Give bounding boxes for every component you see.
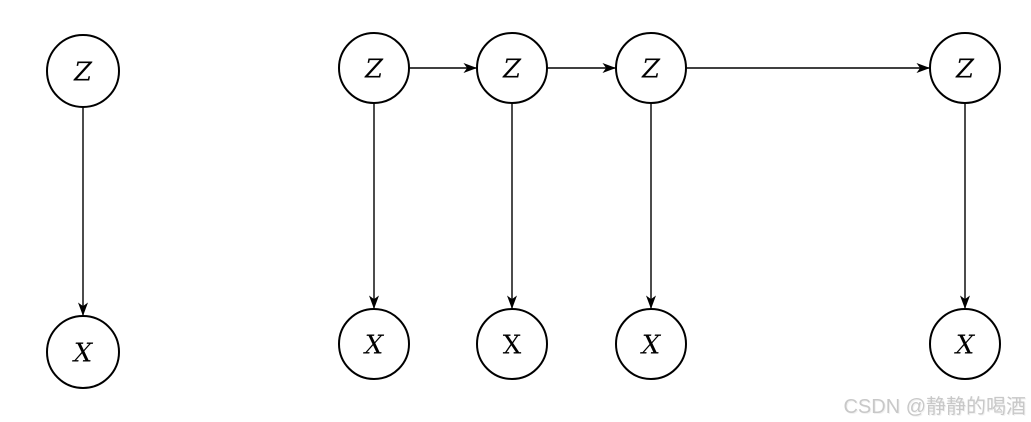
node-label-x2: X: [503, 330, 522, 360]
node-z4: Z: [929, 32, 1001, 104]
node-z1: Z: [338, 32, 410, 104]
node-label-x4: X: [954, 330, 976, 360]
node-circle-x1: [338, 308, 410, 380]
node-label-z1: Z: [364, 54, 384, 84]
edges-layer: [78, 63, 970, 316]
node-x0: X: [46, 315, 120, 389]
node-z2: Z: [476, 32, 548, 104]
nodes-layer: Z X Z Z Z Z X X X X: [46, 32, 1001, 389]
node-circle-x4: [929, 308, 1001, 380]
node-label-z0: Z: [73, 57, 93, 87]
node-label-x0: X: [72, 338, 94, 368]
node-x2: X: [476, 308, 548, 380]
node-label-z2: Z: [502, 54, 522, 84]
node-x3: X: [615, 308, 687, 380]
node-circle-z2: [476, 32, 548, 104]
node-label-x3: X: [640, 330, 662, 360]
node-circle-z1: [338, 32, 410, 104]
node-x4: X: [929, 308, 1001, 380]
node-label-x1: X: [363, 330, 385, 360]
node-label-z4: Z: [955, 54, 975, 84]
watermark-text: CSDN @静静的喝酒: [843, 396, 1026, 418]
node-circle-x0: [46, 315, 120, 389]
node-z0: Z: [46, 34, 120, 108]
node-z3: Z: [615, 32, 687, 104]
node-label-z3: Z: [641, 54, 661, 84]
node-x1: X: [338, 308, 410, 380]
node-circle-z3: [615, 32, 687, 104]
node-circle-z0: [46, 34, 120, 108]
node-circle-z4: [929, 32, 1001, 104]
node-circle-x3: [615, 308, 687, 380]
node-circle-x2: [476, 308, 548, 380]
